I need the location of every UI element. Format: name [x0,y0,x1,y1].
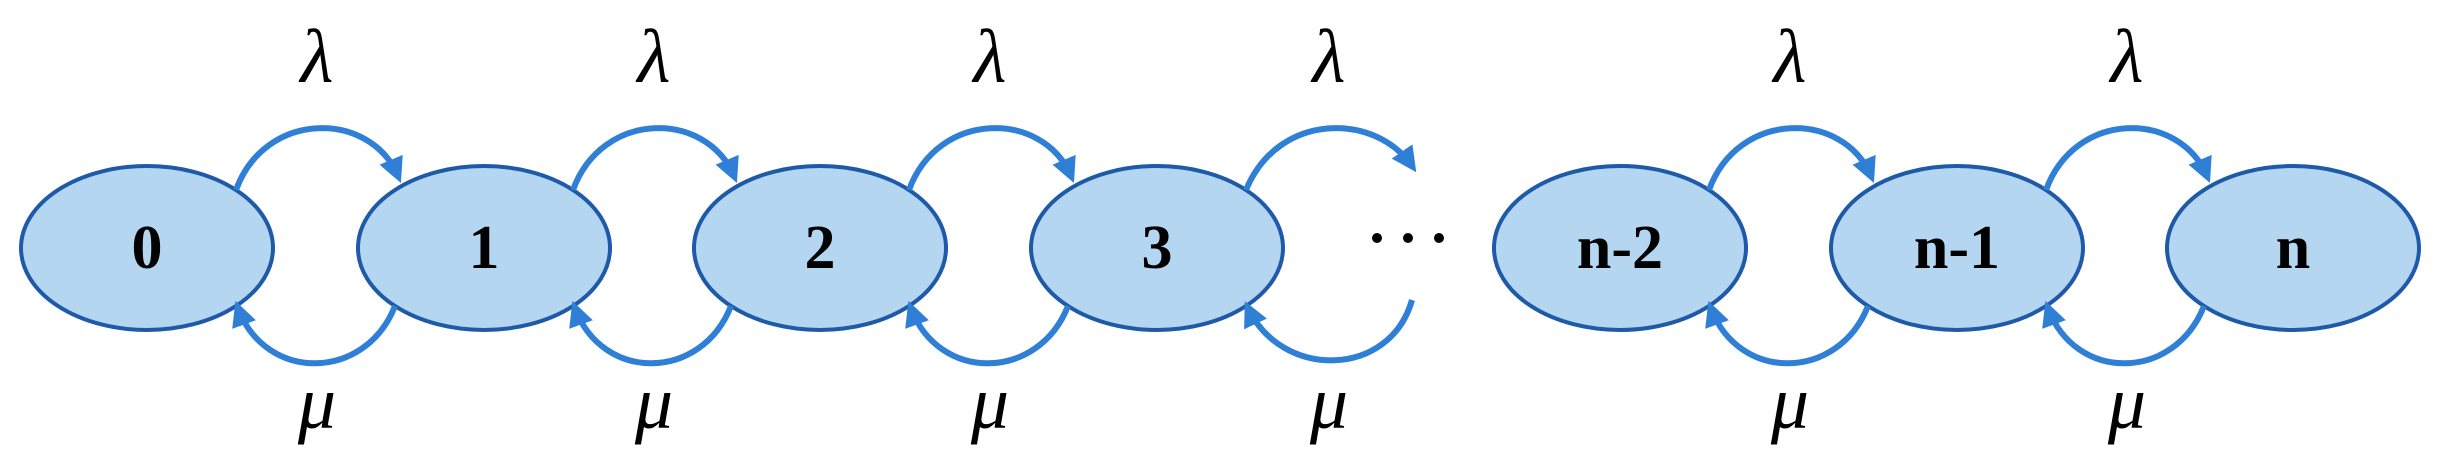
lambda-label-n1-n: λ [2109,15,2144,99]
state-2-label: 2 [805,214,836,282]
state-3: 3 [1029,164,1285,332]
lambda-label-0-1: λ [299,15,334,99]
forward-arrow-1-2 [570,125,739,192]
state-1-label: 1 [469,214,500,282]
mu-label-n1-n2: μ [1770,361,1809,445]
state-n: n [2165,164,2421,332]
state-n-2-label: n-2 [1577,214,1663,282]
mu-label-1-0: μ [297,361,336,445]
state-n-2: n-2 [1492,164,1748,332]
backward-arrow-1-0 [232,300,398,367]
state-0: 0 [19,164,275,332]
state-3-label: 3 [1142,214,1173,282]
mu-label-3-2: μ [970,361,1009,445]
state-n-1: n-1 [1829,164,2085,332]
lambda-label-n2-n1: λ [1772,15,1807,99]
lambda-label-3-ellipsis: λ [1311,15,1346,99]
forward-arrow-2-3 [906,125,1076,192]
backward-arrow-ellipsis-3 [1244,299,1415,364]
lambda-label-2-3: λ [972,15,1007,99]
state-2: 2 [692,164,948,332]
ellipsis-dots [1372,233,1444,243]
forward-arrow-0-1 [233,125,403,192]
state-1: 1 [356,164,612,332]
backward-arrow-2-1 [569,300,734,367]
forward-arrow-n1-n [2043,125,2212,192]
state-n-1-label: n-1 [1914,214,2000,282]
state-0-label: 0 [132,214,163,282]
backward-arrow-n1-n2 [1705,300,1871,367]
mu-label-n-n1: μ [2107,361,2146,445]
backward-arrow-3-2 [905,300,1071,367]
mu-label-ellipsis-3: μ [1309,361,1348,445]
mu-label-2-1: μ [634,361,673,445]
lambda-label-1-2: λ [636,15,671,99]
backward-arrow-n-n1 [2042,300,2207,367]
forward-arrow-3-ellipsis [1243,125,1417,192]
state-n-label: n [2276,214,2310,282]
forward-arrow-n2-n1 [1706,125,1876,192]
